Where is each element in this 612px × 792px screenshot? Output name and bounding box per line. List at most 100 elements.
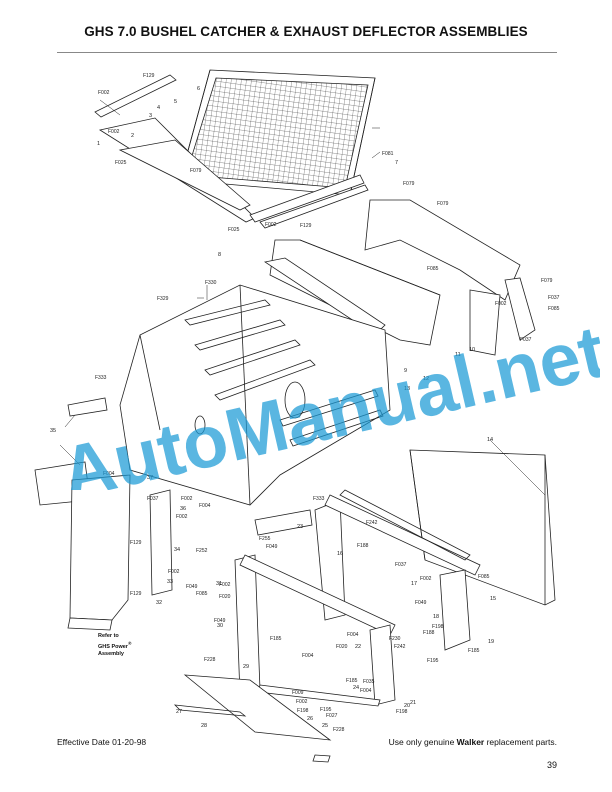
callout: F002 [181, 496, 193, 502]
callout: F004 [360, 688, 372, 694]
callout: F195 [320, 707, 332, 713]
callout: F198 [297, 708, 309, 714]
part-number: 5 [174, 99, 177, 105]
callout: F009 [292, 690, 304, 696]
callout: F185 [346, 678, 358, 684]
part-number-labels: 1 2 3 4 5 6 7 8 9 10 11 12 13 14 15 16 1… [50, 86, 496, 729]
part-number: 10 [469, 347, 475, 353]
callout: F129 [300, 223, 312, 229]
effective-date: Effective Date 01-20-98 [57, 737, 147, 747]
callout: F230 [389, 636, 401, 642]
callout: F085 [427, 266, 439, 272]
part-number: 3 [149, 113, 152, 119]
callout: F002 [296, 699, 308, 705]
part-number: 26 [307, 716, 313, 722]
part-number: 37 [147, 475, 153, 481]
part-number: 8 [218, 252, 221, 258]
part-number: 33 [167, 579, 173, 585]
part-number: 29 [243, 664, 249, 670]
callout: F129 [130, 540, 142, 546]
bottom-tray [173, 674, 332, 763]
part-number: 19 [488, 639, 494, 645]
part-number: 7 [395, 160, 398, 166]
callout: F188 [423, 630, 435, 636]
part-number: 31 [216, 581, 222, 587]
callout: F027 [326, 713, 338, 719]
callout: F333 [313, 496, 325, 502]
callout: F049 [266, 544, 278, 550]
callout: F004 [302, 653, 314, 659]
part-number: 21 [410, 700, 416, 706]
hopper-body [119, 284, 391, 506]
reference-note: Refer to GHS Power® Assembly [98, 633, 131, 658]
frame-assembly [149, 489, 481, 707]
callout: F002 [495, 301, 507, 307]
replacement-parts-note: Use only genuine Walker replacement part… [388, 737, 557, 747]
part-number: 16 [337, 551, 343, 557]
leader-lines [59, 99, 546, 496]
left-chute [34, 397, 131, 631]
part-number: 27 [176, 709, 182, 715]
part-number: 4 [157, 105, 160, 111]
page-number: 39 [546, 760, 557, 770]
callout: F002 [98, 90, 110, 96]
callout: F049 [214, 618, 226, 624]
callout: F242 [366, 520, 378, 526]
screen-assembly [179, 69, 376, 196]
part-number: 35 [50, 428, 56, 434]
part-number: 25 [322, 723, 328, 729]
callout: F079 [437, 201, 449, 207]
callout: F129 [143, 73, 155, 79]
callout: F085 [548, 306, 560, 312]
callout: F004 [103, 471, 115, 477]
part-number: 32 [156, 600, 162, 606]
callout: F002 [168, 569, 180, 575]
callout: F252 [196, 548, 208, 554]
callout: F079 [541, 278, 553, 284]
part-number: 22 [355, 644, 361, 650]
callout: F333 [95, 375, 107, 381]
part-number: 6 [197, 86, 200, 92]
callout: F004 [199, 503, 211, 509]
callout: F002 [108, 129, 120, 135]
part-number: 28 [201, 723, 207, 729]
part-number: 18 [433, 614, 439, 620]
callout: F037 [147, 496, 159, 502]
callout: F037 [520, 337, 532, 343]
callout: F025 [115, 160, 127, 166]
callout: F079 [403, 181, 415, 187]
part-number: 36 [180, 506, 186, 512]
callout: F228 [204, 657, 216, 663]
callout: F329 [157, 296, 169, 302]
part-number: 12 [423, 376, 429, 382]
callout: F079 [190, 168, 202, 174]
part-number: 15 [490, 596, 496, 602]
callout: F049 [415, 600, 427, 606]
callout: F198 [432, 624, 444, 630]
exhaust-deflector [364, 199, 536, 356]
callout: F020 [219, 594, 231, 600]
callout: F195 [427, 658, 439, 664]
callout: F002 [219, 582, 231, 588]
callout: F025 [228, 227, 240, 233]
part-number: 2 [131, 133, 134, 139]
reference-note-line2: GHS Power® [98, 641, 132, 650]
part-number: 34 [174, 547, 180, 553]
callout: F035 [363, 679, 375, 685]
part-number: 23 [297, 524, 303, 530]
callout: F255 [259, 536, 271, 542]
reference-note-line1: Refer to [98, 633, 119, 639]
top-cover-panels [263, 239, 441, 346]
part-number: 11 [455, 352, 461, 358]
page-title: GHS 7.0 BUSHEL CATCHER & EXHAUST DEFLECT… [84, 24, 528, 39]
part-number: 30 [217, 623, 223, 629]
part-number: 24 [353, 685, 359, 691]
callout: F002 [176, 514, 188, 520]
callout-labels: F129 F002 F002 F025 F079 F025 F002 F129 … [95, 73, 560, 733]
callout: F330 [205, 280, 217, 286]
callout: F242 [394, 644, 406, 650]
part-number: 14 [487, 437, 493, 443]
callout: F085 [478, 574, 490, 580]
callout: F037 [395, 562, 407, 568]
callout: F185 [270, 636, 282, 642]
